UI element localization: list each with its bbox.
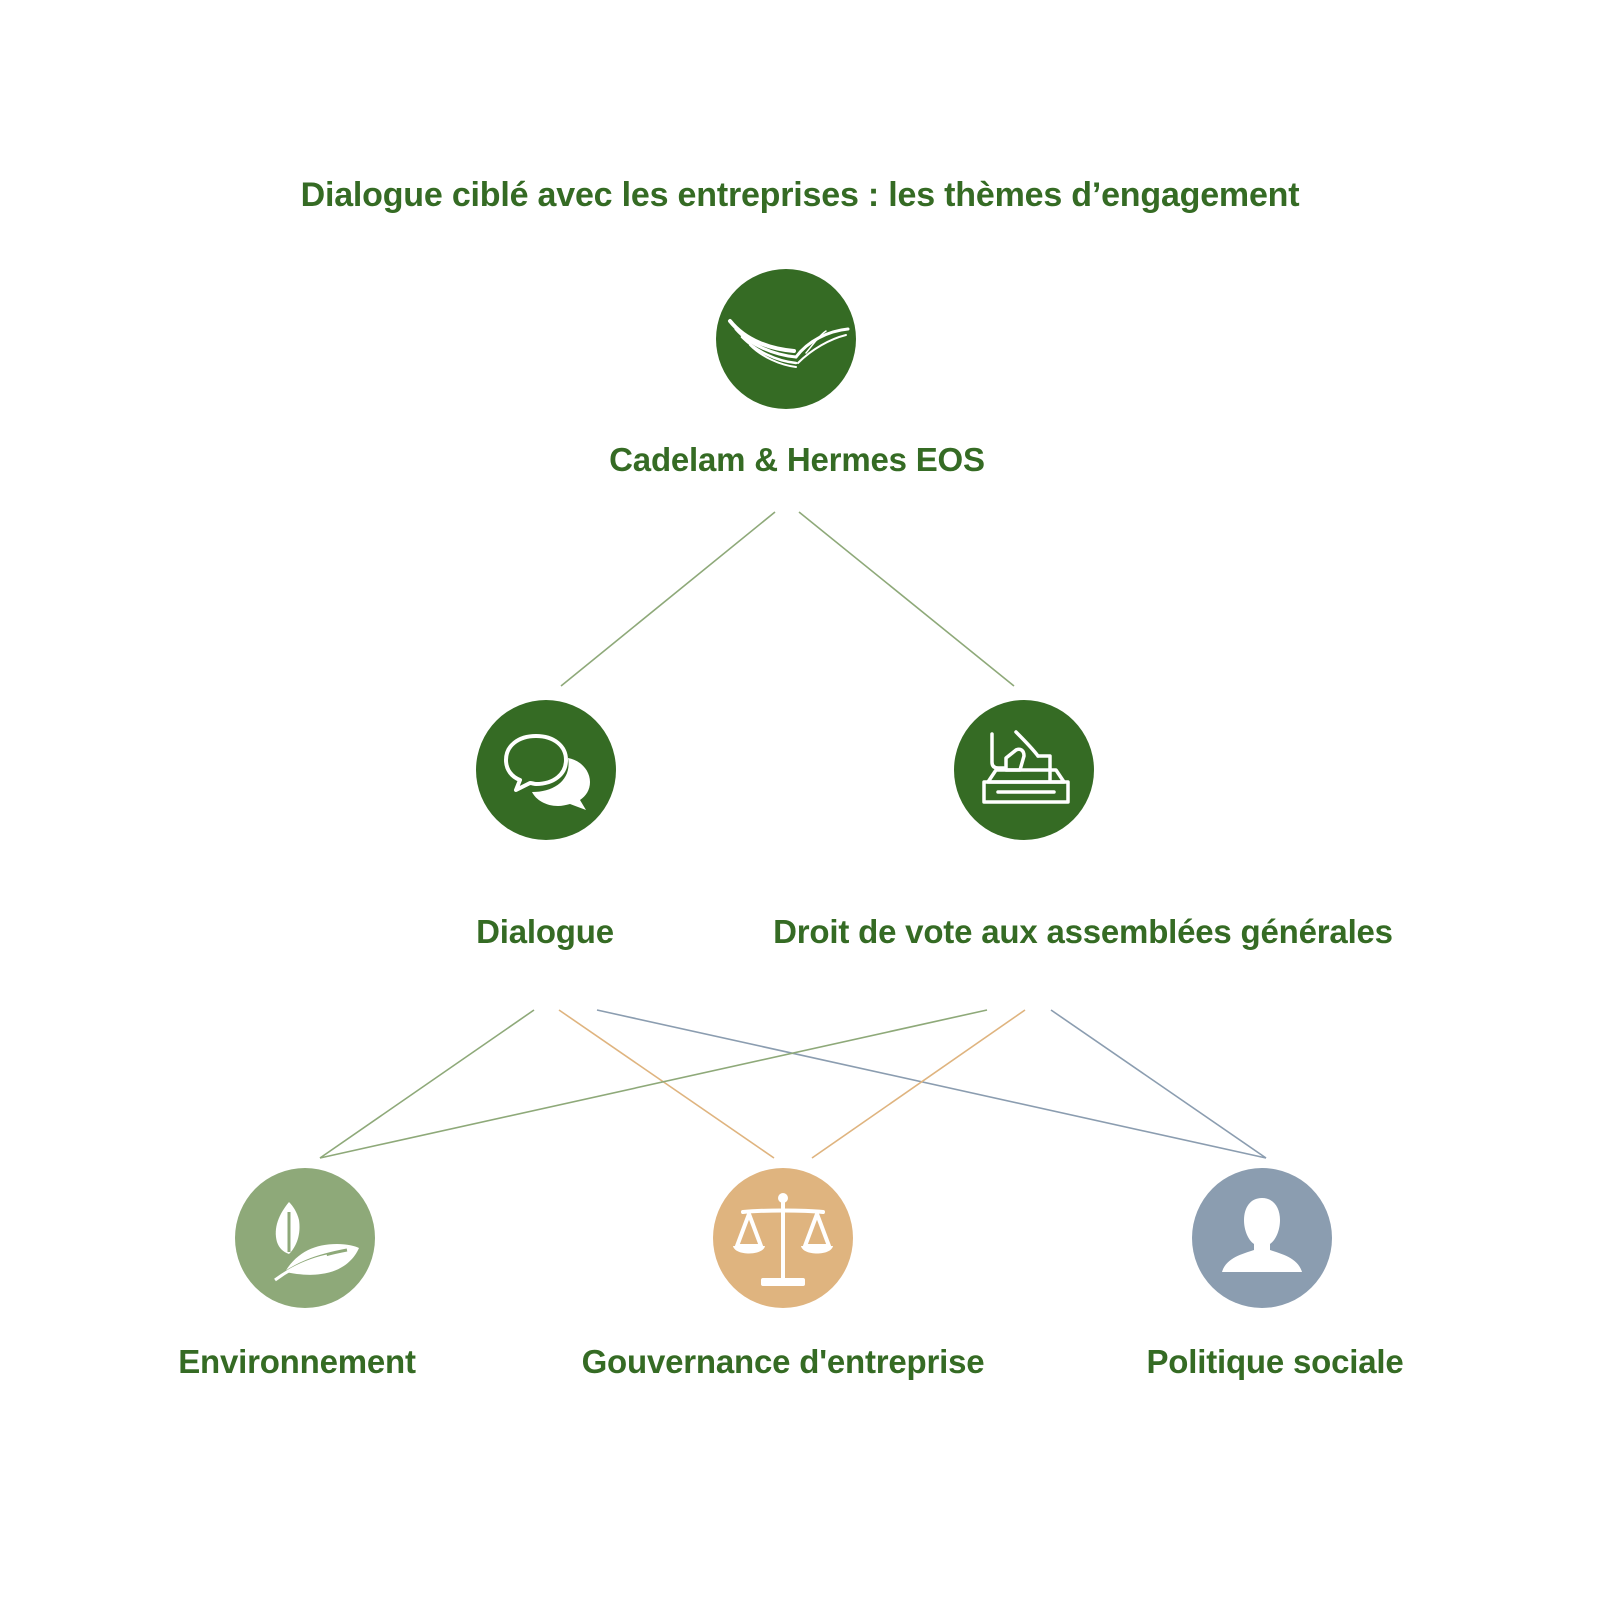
scales-icon [733, 1193, 833, 1286]
ballot-box-icon [982, 730, 1070, 804]
connector-vote-environnement [319, 1009, 988, 1159]
politique-node-circle [1192, 1168, 1332, 1308]
connector-dialogue-gouvernance [558, 1009, 775, 1159]
dialogue-node-circle [476, 700, 616, 840]
connector-root-vote [798, 511, 1015, 687]
connector-dialogue-environnement [319, 1009, 535, 1159]
wing-logo-icon [728, 319, 850, 368]
environnement-node-circle [235, 1168, 375, 1308]
environnement-node-label: Environnement [178, 1343, 416, 1380]
connector-vote-politique [1050, 1009, 1267, 1159]
gouvernance-node-label: Gouvernance d'entreprise [581, 1343, 985, 1380]
person-icon [1222, 1198, 1302, 1272]
vote-node-circle [954, 700, 1094, 840]
root-node-circle [716, 269, 856, 409]
diagram-title: Dialogue ciblé avec les entreprises : le… [300, 176, 1300, 214]
dialogue-node-label: Dialogue [476, 913, 614, 950]
gouvernance-node-circle [713, 1168, 853, 1308]
connector-dialogue-politique [596, 1009, 1267, 1159]
speech-bubbles-icon [504, 734, 590, 810]
connector-vote-gouvernance [811, 1009, 1026, 1159]
root-node-label: Cadelam & Hermes EOS [609, 441, 985, 478]
politique-node-label: Politique sociale [1146, 1343, 1404, 1380]
connector-root-dialogue [560, 511, 776, 687]
vote-node-label: Droit de vote aux assemblées générales [773, 913, 1393, 950]
leaf-icon [274, 1202, 359, 1282]
